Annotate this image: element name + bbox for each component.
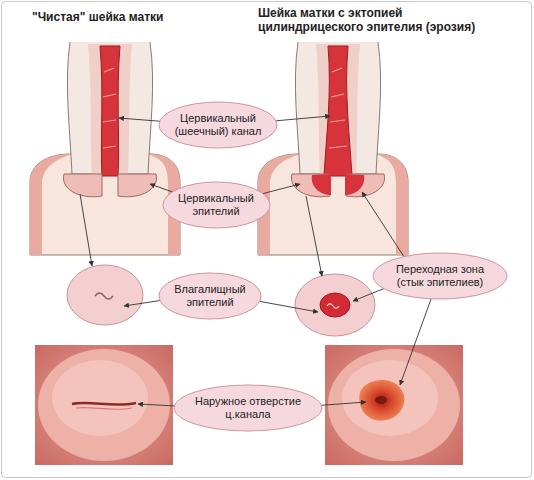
column-title: "Чистая" шейка матки (32, 10, 232, 24)
cervix-ectopy (258, 42, 408, 255)
column-title: Шейка матки с эктопией цилиндрицеского э… (258, 6, 510, 34)
callout-text: Цервикальный (шеечный) канал (172, 112, 264, 138)
callout-bubble: Цервикальный (шеечный) канал (158, 101, 278, 149)
callout-bubble: Переходная зона (стык эпителиев) (372, 252, 508, 300)
cervix-clean (30, 42, 180, 255)
bubble-shape (159, 273, 261, 319)
cervix-lip (346, 174, 385, 197)
cervix-face-ectopy (295, 274, 375, 336)
cervix-lip (118, 174, 157, 197)
callout-text: Переходная зона (стык эпителиев) (387, 263, 493, 289)
cervix-lip (291, 174, 330, 197)
ectopy (312, 174, 331, 195)
photo-ectopy (325, 345, 463, 465)
os-symbol (95, 293, 113, 299)
bubble-shape (174, 385, 322, 431)
canal-folds (329, 68, 347, 148)
bubble-shape (373, 253, 507, 299)
ectopy-ring (320, 293, 350, 317)
callout-bubble: Наружное отверстие ц.канала (173, 384, 323, 432)
os-symbol (327, 304, 339, 309)
canal-folds (103, 68, 116, 148)
callout-text: Цервикальный эпителий (175, 192, 257, 218)
callout-text: Влагалищный эпителий (171, 283, 249, 309)
cervix-lip (63, 174, 102, 197)
callout-bubble: Цервикальный эпителий (162, 181, 271, 229)
bubble-shape (159, 102, 277, 148)
vaginal-wall (30, 154, 74, 255)
bubble-shape (163, 182, 270, 228)
cervical-canal (100, 46, 120, 176)
vaginal-wall (374, 154, 408, 255)
ectopy (345, 174, 364, 195)
callout-text: Наружное отверстие ц.канала (189, 395, 307, 421)
cervix-face-clean (67, 265, 143, 325)
leader-lines (80, 116, 435, 408)
callout-bubble: Влагалищный эпителий (158, 272, 262, 320)
cervical-canal (324, 46, 352, 176)
